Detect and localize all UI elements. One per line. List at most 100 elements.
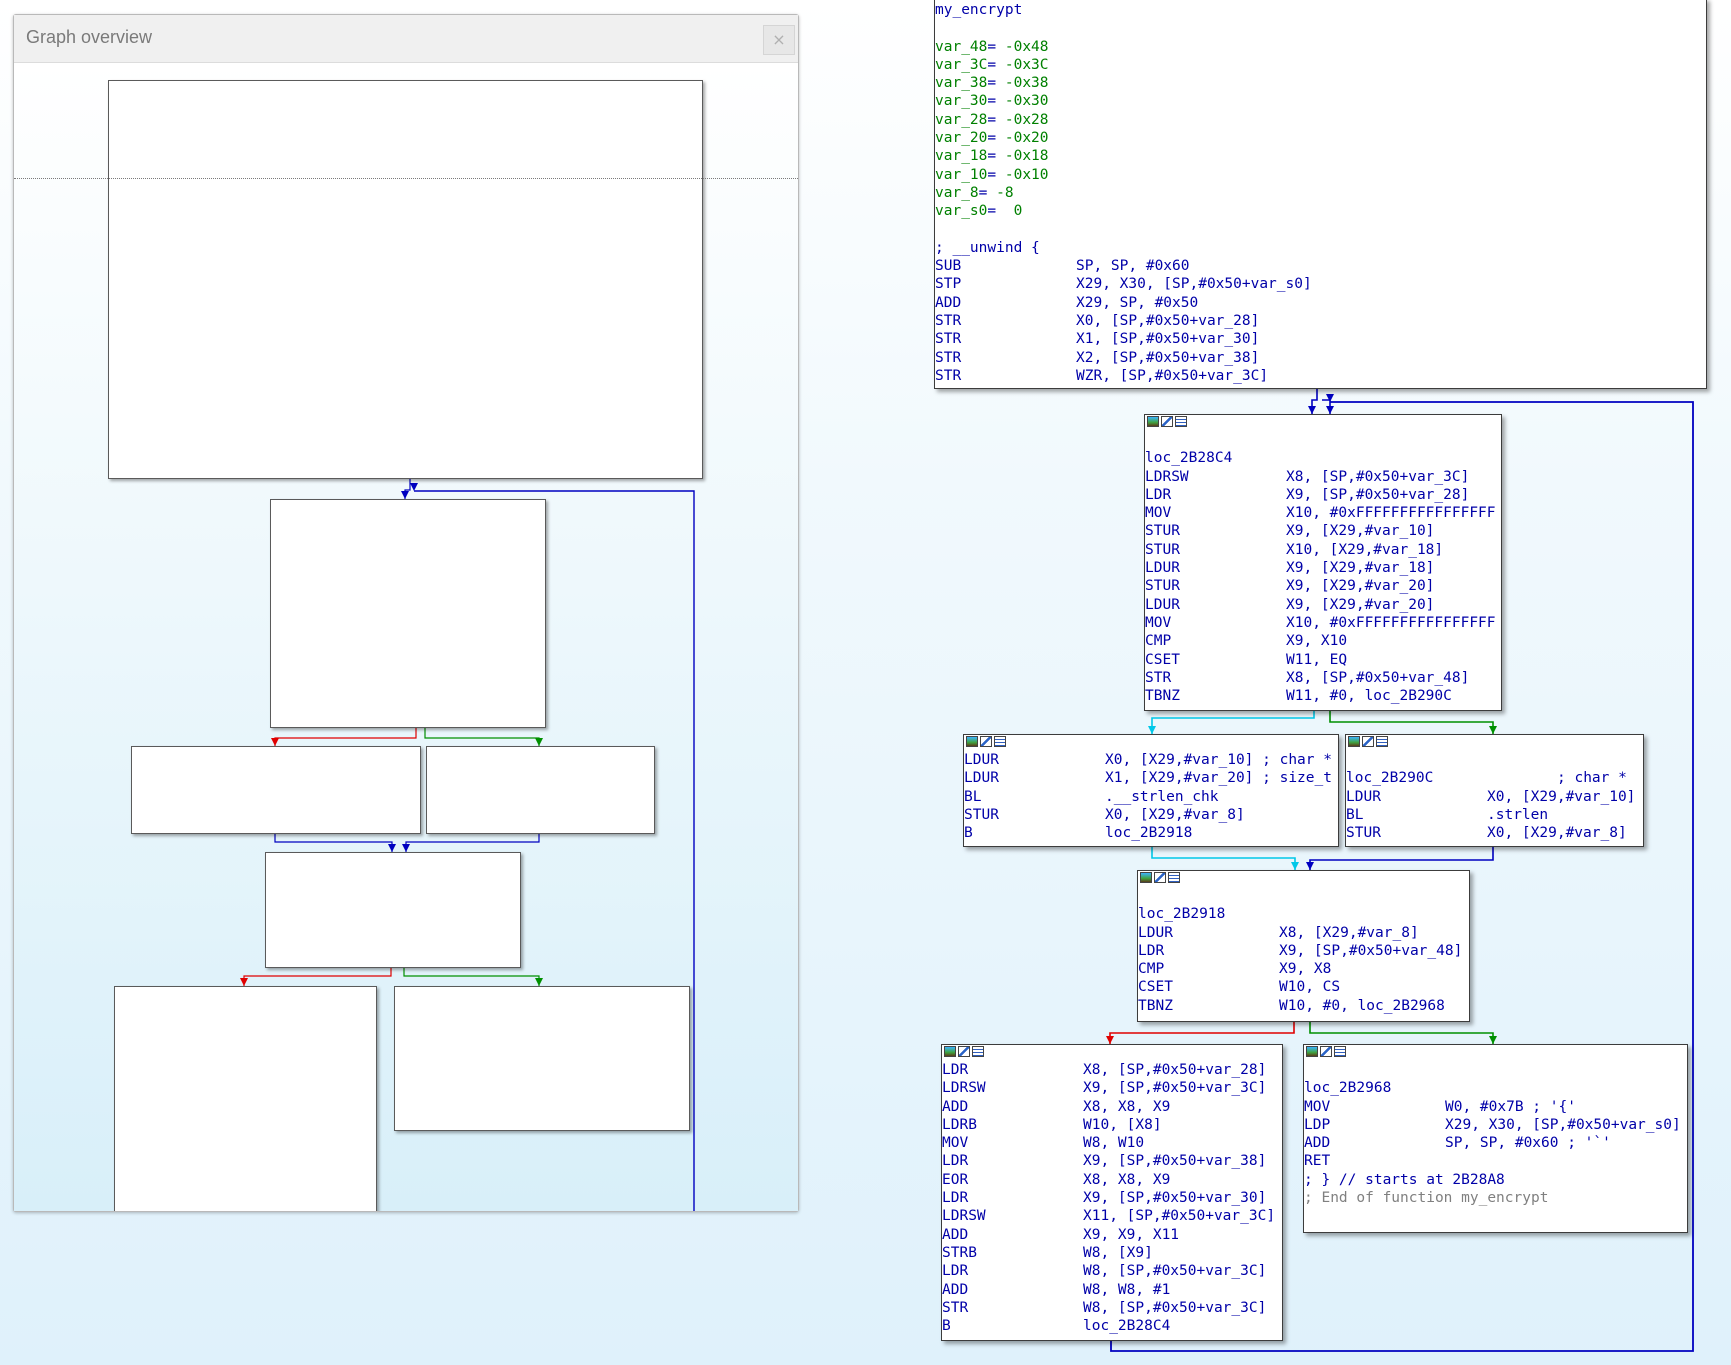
overview-block-exit[interactable] <box>394 986 690 1131</box>
graph-icon[interactable] <box>944 1046 956 1057</box>
overview-block-strlen[interactable] <box>426 746 655 834</box>
graph-icon[interactable] <box>966 736 978 747</box>
graph-icon[interactable] <box>1306 1046 1318 1057</box>
edit-icon[interactable] <box>958 1046 970 1057</box>
stack-var-line[interactable]: var_28= -0x28 <box>935 111 1706 129</box>
edit-icon[interactable] <box>1362 736 1374 747</box>
block-label[interactable]: loc_2B2918 <box>1138 906 1226 923</box>
list-icon[interactable] <box>1168 872 1180 883</box>
block-label[interactable]: loc_2B28C4 <box>1145 450 1233 467</box>
graph-icon[interactable] <box>1147 416 1159 427</box>
instruction-line[interactable]: RET <box>1304 1152 1687 1170</box>
instruction-line[interactable]: BL.__strlen_chk <box>964 788 1338 806</box>
edit-icon[interactable] <box>1161 416 1173 427</box>
stack-var-line[interactable]: var_30= -0x30 <box>935 92 1706 110</box>
overview-viewport-marker[interactable] <box>14 178 798 179</box>
overview-block-body[interactable] <box>114 986 377 1211</box>
list-icon[interactable] <box>972 1046 984 1057</box>
edit-icon[interactable] <box>1320 1046 1332 1057</box>
block-label[interactable]: loc_2B2968 <box>1304 1080 1392 1097</box>
stack-var-line[interactable]: var_s0= 0 <box>935 202 1706 220</box>
edit-icon[interactable] <box>980 736 992 747</box>
overview-block-loop[interactable] <box>270 499 546 728</box>
graph-icon[interactable] <box>1140 872 1152 883</box>
close-icon[interactable]: × <box>763 25 795 55</box>
overview-block-chk[interactable] <box>131 746 421 834</box>
list-icon[interactable] <box>1175 416 1187 427</box>
stack-var-line[interactable]: var_20= -0x20 <box>935 129 1706 147</box>
list-icon[interactable] <box>1334 1046 1346 1057</box>
list-icon[interactable] <box>1376 736 1388 747</box>
stack-var-line[interactable]: var_18= -0x18 <box>935 147 1706 165</box>
graph-icon[interactable] <box>1348 736 1360 747</box>
list-icon[interactable] <box>994 736 1006 747</box>
function-name[interactable]: my_encrypt <box>935 2 1023 18</box>
instruction-line[interactable]: BL.strlen <box>1346 806 1643 824</box>
stack-var-line[interactable]: var_38= -0x38 <box>935 74 1706 92</box>
stack-var-line[interactable]: var_48= -0x48 <box>935 38 1706 56</box>
stack-var-line[interactable]: var_10= -0x10 <box>935 166 1706 184</box>
stack-var-line[interactable]: var_8= -8 <box>935 184 1706 202</box>
block-label[interactable]: loc_2B290C <box>1346 770 1434 787</box>
stack-var-line[interactable]: var_3C= -0x3C <box>935 56 1706 74</box>
graph-overview-panel[interactable]: Graph overview × <box>13 14 799 1212</box>
graph-overview-titlebar[interactable]: Graph overview × <box>14 15 798 63</box>
overview-block-cmp[interactable] <box>265 852 521 968</box>
